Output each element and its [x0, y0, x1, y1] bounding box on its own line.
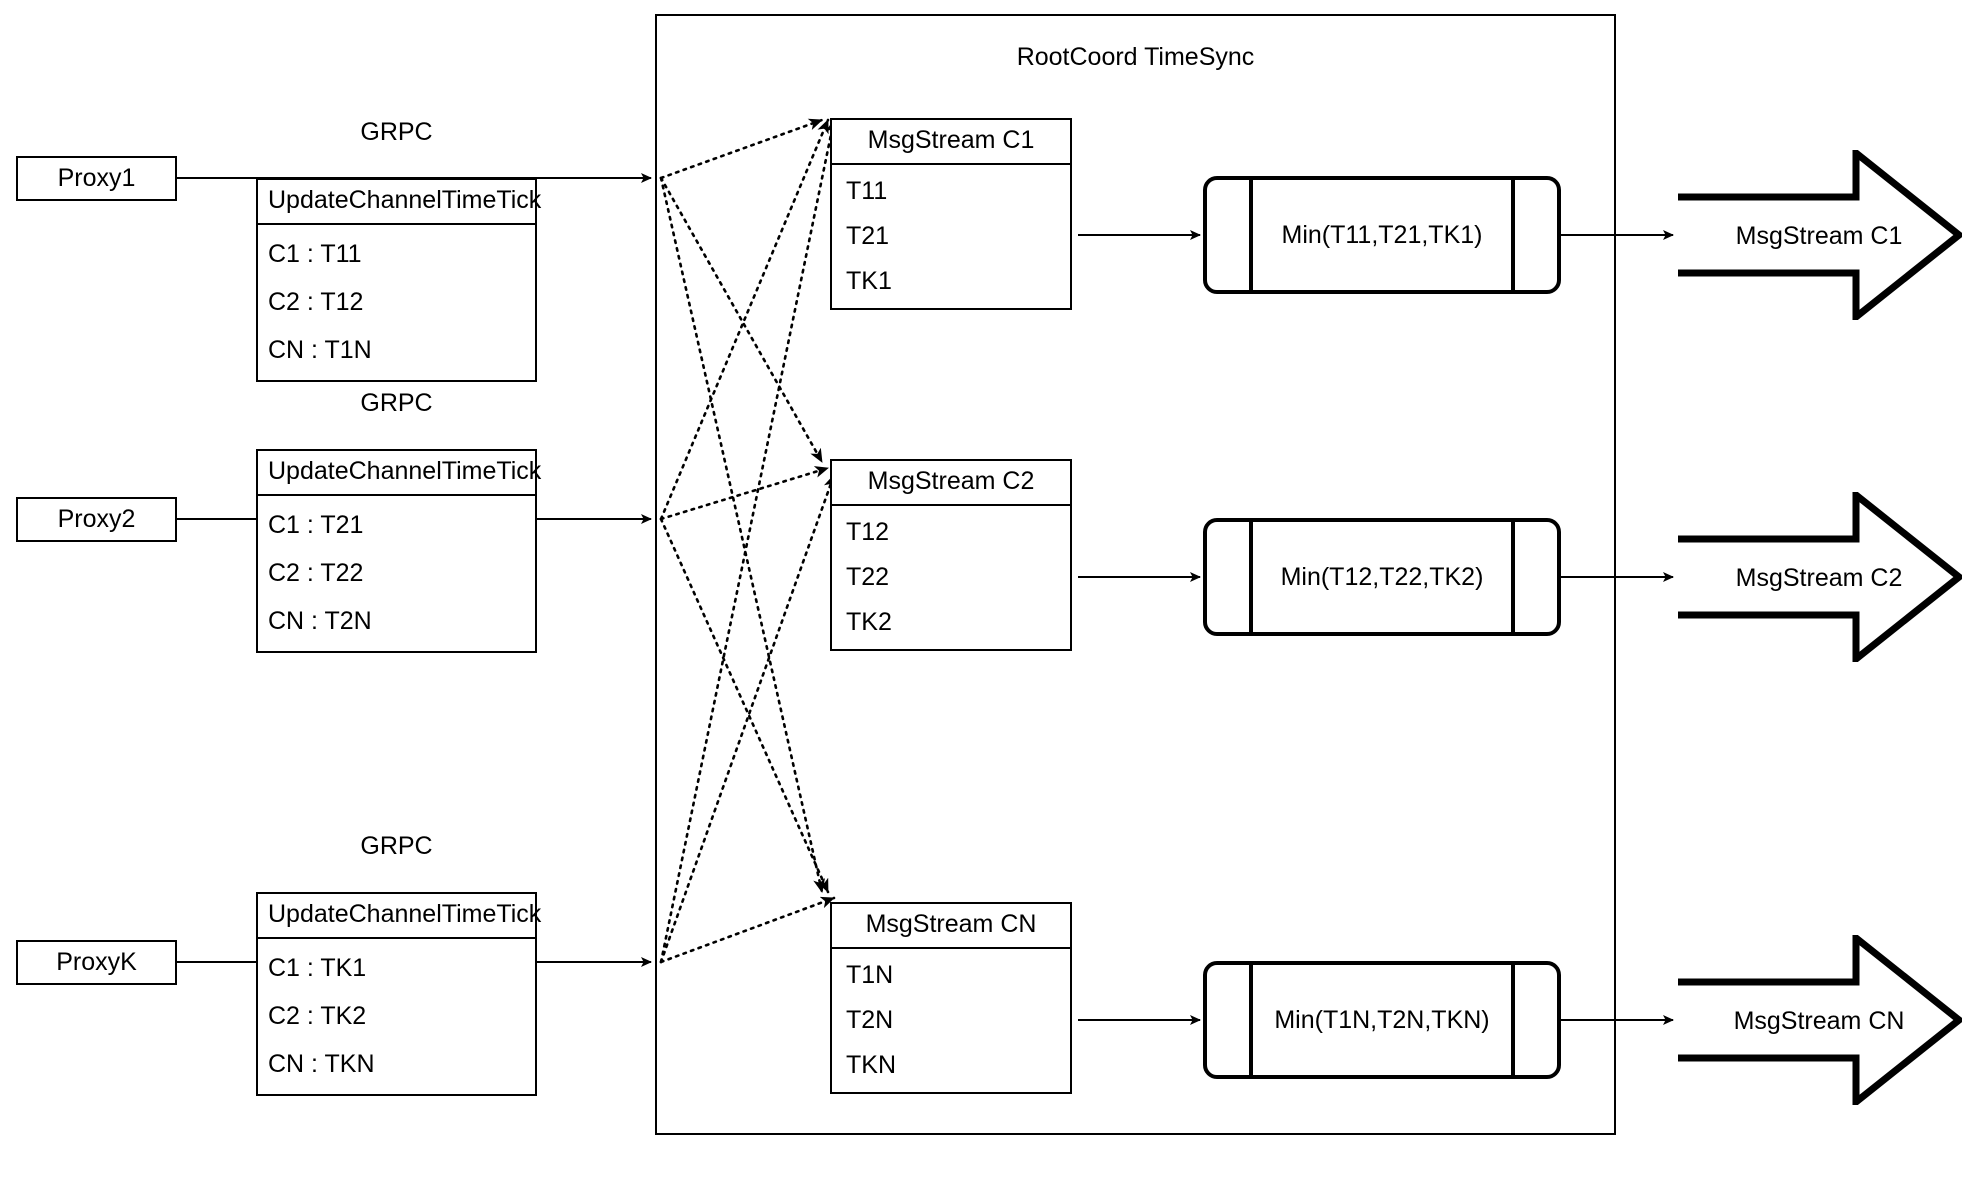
min-function-label: Min(T1N,T2N,TKN)	[1274, 1005, 1490, 1034]
msgstream-table-header: MsgStream C1	[832, 120, 1070, 165]
min-function-label: Min(T12,T22,TK2)	[1280, 562, 1484, 591]
msgstream-row: TKN	[846, 1051, 896, 1079]
tick-table-body: C1 : T11 C2 : T12 CN : T1N	[258, 225, 535, 380]
min-function-label: Min(T11,T21,TK1)	[1281, 220, 1483, 249]
proxy-label: ProxyK	[56, 948, 137, 976]
output-block-arrow-label: MsgStream CN	[1733, 1007, 1905, 1035]
msgstream-table-1: MsgStream C1 T11 T21 TK1	[830, 118, 1072, 310]
proxy-box-1[interactable]: Proxy1	[16, 156, 177, 201]
min-function-shape-1: Min(T11,T21,TK1)	[1203, 176, 1561, 294]
output-block-arrow-label: MsgStream C1	[1735, 222, 1903, 250]
update-channel-timetick-table-2: UpdateChannelTimeTick C1 : T21 C2 : T22 …	[256, 449, 541, 653]
output-block-arrow-2: MsgStream C2	[1676, 492, 1962, 662]
output-block-arrow-3: MsgStream CN	[1676, 935, 1962, 1105]
tick-row: C2 : TK2	[268, 1001, 367, 1030]
tick-row: CN : T2N	[268, 606, 372, 635]
tick-table-header: UpdateChannelTimeTick	[258, 451, 541, 496]
tick-row: CN : T1N	[268, 335, 372, 364]
min-function-shape-2: Min(T12,T22,TK2)	[1203, 518, 1561, 636]
update-channel-timetick-table-3: UpdateChannelTimeTick C1 : TK1 C2 : TK2 …	[256, 892, 541, 1096]
grpc-label-1: GRPC	[360, 118, 433, 146]
tick-row: C1 : T11	[268, 240, 362, 269]
tick-row: C1 : TK1	[268, 954, 367, 983]
msgstream-row: T11	[846, 177, 888, 205]
msgstream-row: TK1	[846, 267, 892, 295]
block-arrow-shape	[1678, 935, 1962, 1105]
msgstream-table-3: MsgStream CN T1N T2N TKN	[830, 902, 1072, 1094]
tick-table-body: C1 : T21 C2 : T22 CN : T2N	[258, 496, 535, 651]
msgstream-row: T12	[846, 518, 890, 546]
msgstream-row: T2N	[846, 1006, 894, 1034]
tick-table-header: UpdateChannelTimeTick	[258, 180, 541, 225]
rootcoord-timesync-container	[655, 14, 1616, 1135]
tick-table-header: UpdateChannelTimeTick	[258, 894, 541, 939]
tick-row: C1 : T21	[268, 511, 364, 540]
msgstream-row: T1N	[846, 961, 894, 989]
grpc-label-3: GRPC	[360, 832, 433, 860]
proxy-box-3[interactable]: ProxyK	[16, 940, 177, 985]
grpc-label-2: GRPC	[360, 389, 433, 417]
proxy-label: Proxy1	[57, 164, 136, 192]
block-arrow-shape	[1678, 150, 1962, 320]
output-block-arrow-label: MsgStream C2	[1735, 564, 1903, 592]
msgstream-table-body: T12 T22 TK2	[832, 506, 1070, 649]
update-channel-timetick-table-1: UpdateChannelTimeTick C1 : T11 C2 : T12 …	[256, 178, 541, 382]
output-block-arrow-1: MsgStream C1	[1676, 150, 1962, 320]
msgstream-row: TK2	[846, 608, 892, 636]
tick-row: C2 : T22	[268, 558, 364, 587]
msgstream-table-header: MsgStream C2	[832, 461, 1070, 506]
proxy-box-2[interactable]: Proxy2	[16, 497, 177, 542]
block-arrow-shape	[1678, 492, 1962, 662]
min-function-shape-3: Min(T1N,T2N,TKN)	[1203, 961, 1561, 1079]
rootcoord-timesync-title: RootCoord TimeSync	[1016, 43, 1255, 71]
tick-row: CN : TKN	[268, 1049, 375, 1078]
msgstream-row: T21	[846, 222, 890, 250]
msgstream-table-2: MsgStream C2 T12 T22 TK2	[830, 459, 1072, 651]
msgstream-table-body: T1N T2N TKN	[832, 949, 1070, 1092]
msgstream-table-body: T11 T21 TK1	[832, 165, 1070, 308]
proxy-label: Proxy2	[57, 505, 136, 533]
tick-row: C2 : T12	[268, 287, 364, 316]
msgstream-row: T22	[846, 563, 890, 591]
tick-table-body: C1 : TK1 C2 : TK2 CN : TKN	[258, 939, 535, 1094]
msgstream-table-header: MsgStream CN	[832, 904, 1070, 949]
